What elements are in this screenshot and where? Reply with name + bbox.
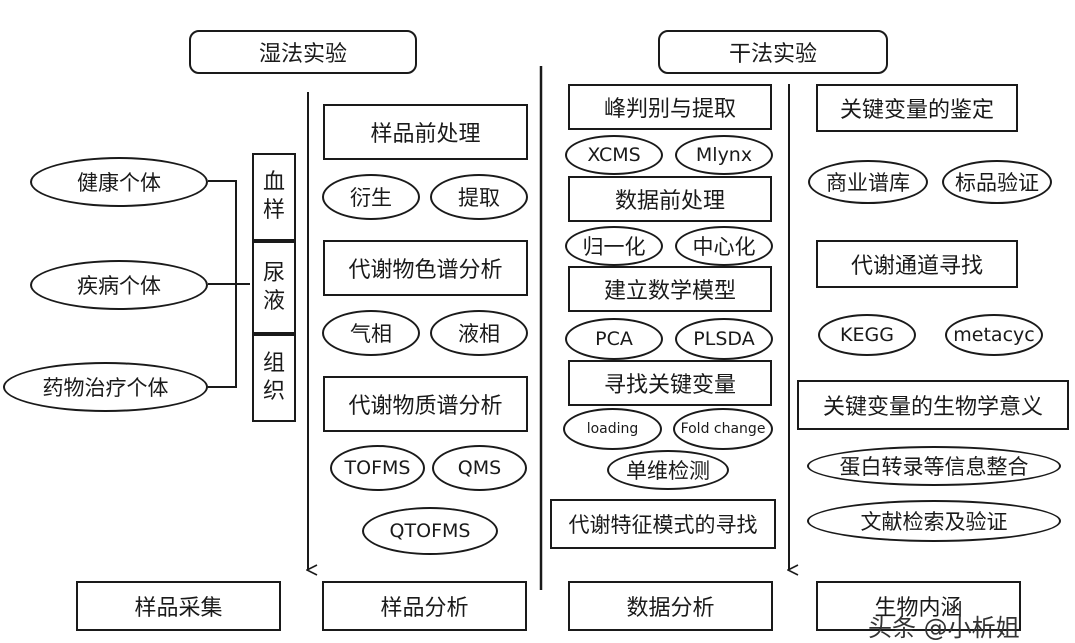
method-loading: loading xyxy=(563,408,662,450)
tool-xcms: XCMS xyxy=(565,135,663,175)
step-model: 建立数学模型 xyxy=(568,266,772,312)
sample-tissue: 组织 xyxy=(252,334,296,422)
db-kegg: KEGG xyxy=(818,314,916,356)
watermark: 头条 @小析姐 xyxy=(868,614,1020,642)
method-qtofms: QTOFMS xyxy=(362,507,498,555)
step-chromatography: 代谢物色谱分析 xyxy=(323,240,528,296)
subject-disease: 疾病个体 xyxy=(30,260,208,310)
model-plsda: PLSDA xyxy=(675,318,773,360)
method-liquid-phase: 液相 xyxy=(430,310,528,356)
step-biological-significance: 关键变量的生物学意义 xyxy=(797,380,1069,430)
stage-sample-collection: 样品采集 xyxy=(76,581,281,631)
step-pathway: 代谢通道寻找 xyxy=(816,240,1018,288)
subject-drug-treated: 药物治疗个体 xyxy=(3,362,208,412)
db-metacyc: metacyc xyxy=(945,314,1043,356)
step-identify-variables: 关键变量的鉴定 xyxy=(816,84,1018,132)
sample-blood: 血样 xyxy=(252,153,296,241)
stage-data-analysis: 数据分析 xyxy=(568,581,773,631)
method-extraction: 提取 xyxy=(430,174,528,220)
header-wet-experiment: 湿法实验 xyxy=(189,30,417,74)
step-pretreatment: 样品前处理 xyxy=(323,104,528,160)
method-fold-change: Fold change xyxy=(673,408,773,450)
stage-biological-meaning: 生物内涵 xyxy=(816,581,1021,631)
step-preprocess: 数据前处理 xyxy=(568,176,772,222)
method-derivation: 衍生 xyxy=(322,174,420,220)
tool-mlynx: Mlynx xyxy=(675,135,773,175)
sample-urine: 尿液 xyxy=(252,241,296,334)
step-peak-extraction: 峰判别与提取 xyxy=(568,84,772,130)
subject-healthy: 健康个体 xyxy=(30,157,208,207)
method-univariate: 单维检测 xyxy=(607,450,729,490)
method-gas-phase: 气相 xyxy=(322,310,420,356)
step-key-variables: 寻找关键变量 xyxy=(568,360,772,406)
step-mass-spec: 代谢物质谱分析 xyxy=(323,376,528,432)
method-tofms: TOFMS xyxy=(330,445,425,491)
stage-sample-analysis: 样品分析 xyxy=(322,581,527,631)
bracket-connector xyxy=(208,180,250,388)
method-normalize: 归一化 xyxy=(565,226,663,266)
method-center: 中心化 xyxy=(675,226,773,266)
method-qms: QMS xyxy=(432,445,527,491)
method-literature: 文献检索及验证 xyxy=(807,500,1061,542)
method-standard-verify: 标品验证 xyxy=(942,160,1052,204)
step-pattern-search: 代谢特征模式的寻找 xyxy=(550,499,776,549)
model-pca: PCA xyxy=(565,318,663,360)
method-protein-integration: 蛋白转录等信息整合 xyxy=(807,446,1061,486)
method-commercial-db: 商业谱库 xyxy=(808,160,928,204)
header-dry-experiment: 干法实验 xyxy=(658,30,888,74)
